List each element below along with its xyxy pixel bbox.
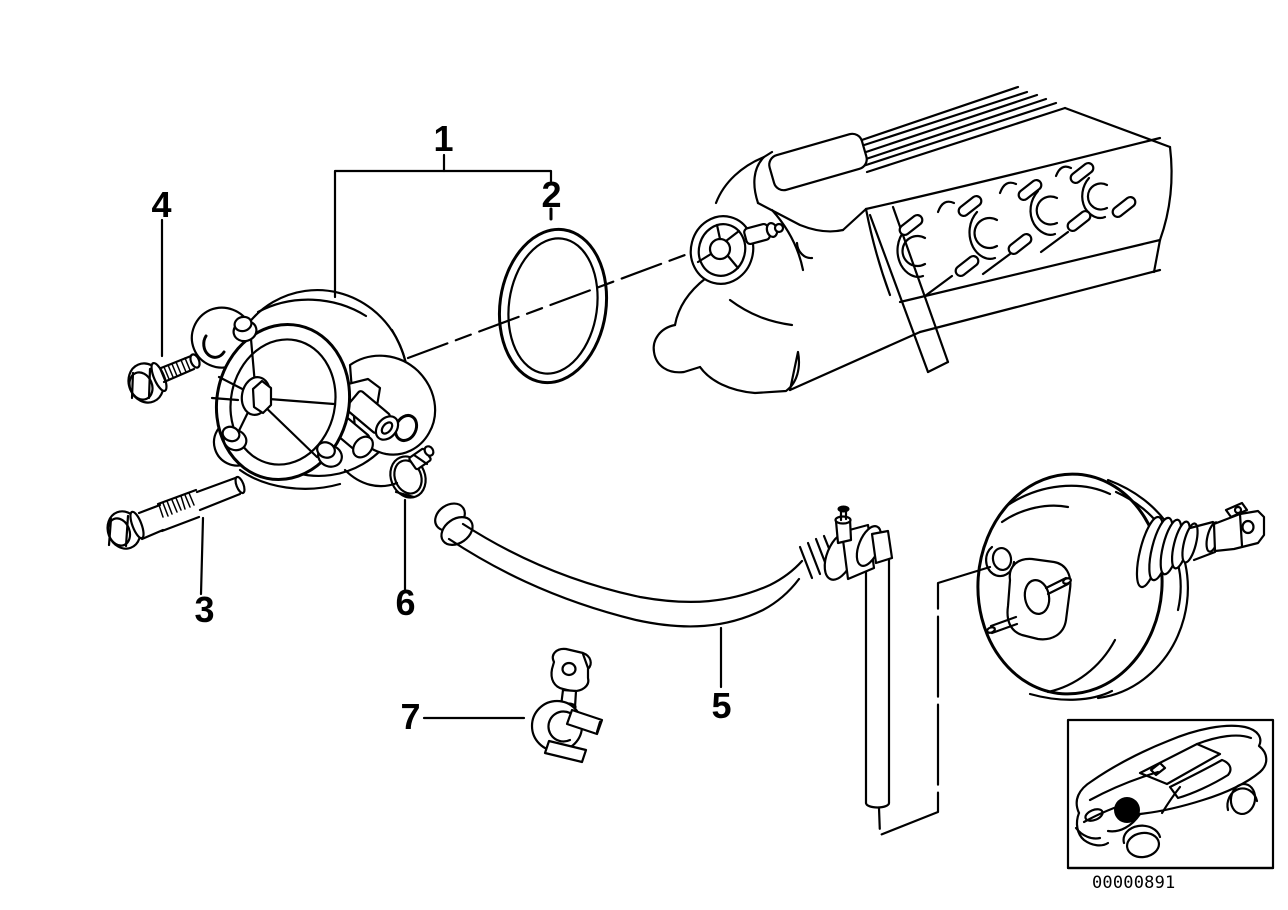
- callout-2: 2: [541, 174, 561, 215]
- car-location-thumbnail: [1068, 720, 1273, 868]
- mounting-bolt-long-drawing: [102, 476, 246, 554]
- engine-cylinder-head-drawing: [654, 87, 1172, 393]
- leader-line-1: [335, 171, 551, 297]
- vacuum-pump-drawing: [192, 278, 435, 492]
- leader-lines: [162, 155, 990, 835]
- hose-bracket-drawing: [532, 649, 602, 762]
- image-number: 00000891: [1092, 873, 1176, 893]
- callout-3: 3: [194, 589, 214, 630]
- callout-4: 4: [151, 184, 171, 225]
- o-ring-seal-drawing: [490, 222, 616, 389]
- callout-1: 1: [433, 118, 453, 159]
- callout-7: 7: [400, 696, 420, 737]
- mounting-bolt-short-drawing: [123, 353, 202, 408]
- vacuum-hose-drawing: [430, 498, 892, 808]
- hose-to-booster-leader: [879, 567, 990, 835]
- assembly-axis-dash-line: [408, 255, 685, 358]
- callout-5: 5: [711, 685, 731, 726]
- location-dot: [1114, 797, 1140, 823]
- callout-6: 6: [395, 582, 415, 623]
- leader-line-3: [201, 518, 203, 594]
- brake-booster-drawing: [971, 468, 1264, 700]
- hose-clamp-drawing: [384, 445, 435, 503]
